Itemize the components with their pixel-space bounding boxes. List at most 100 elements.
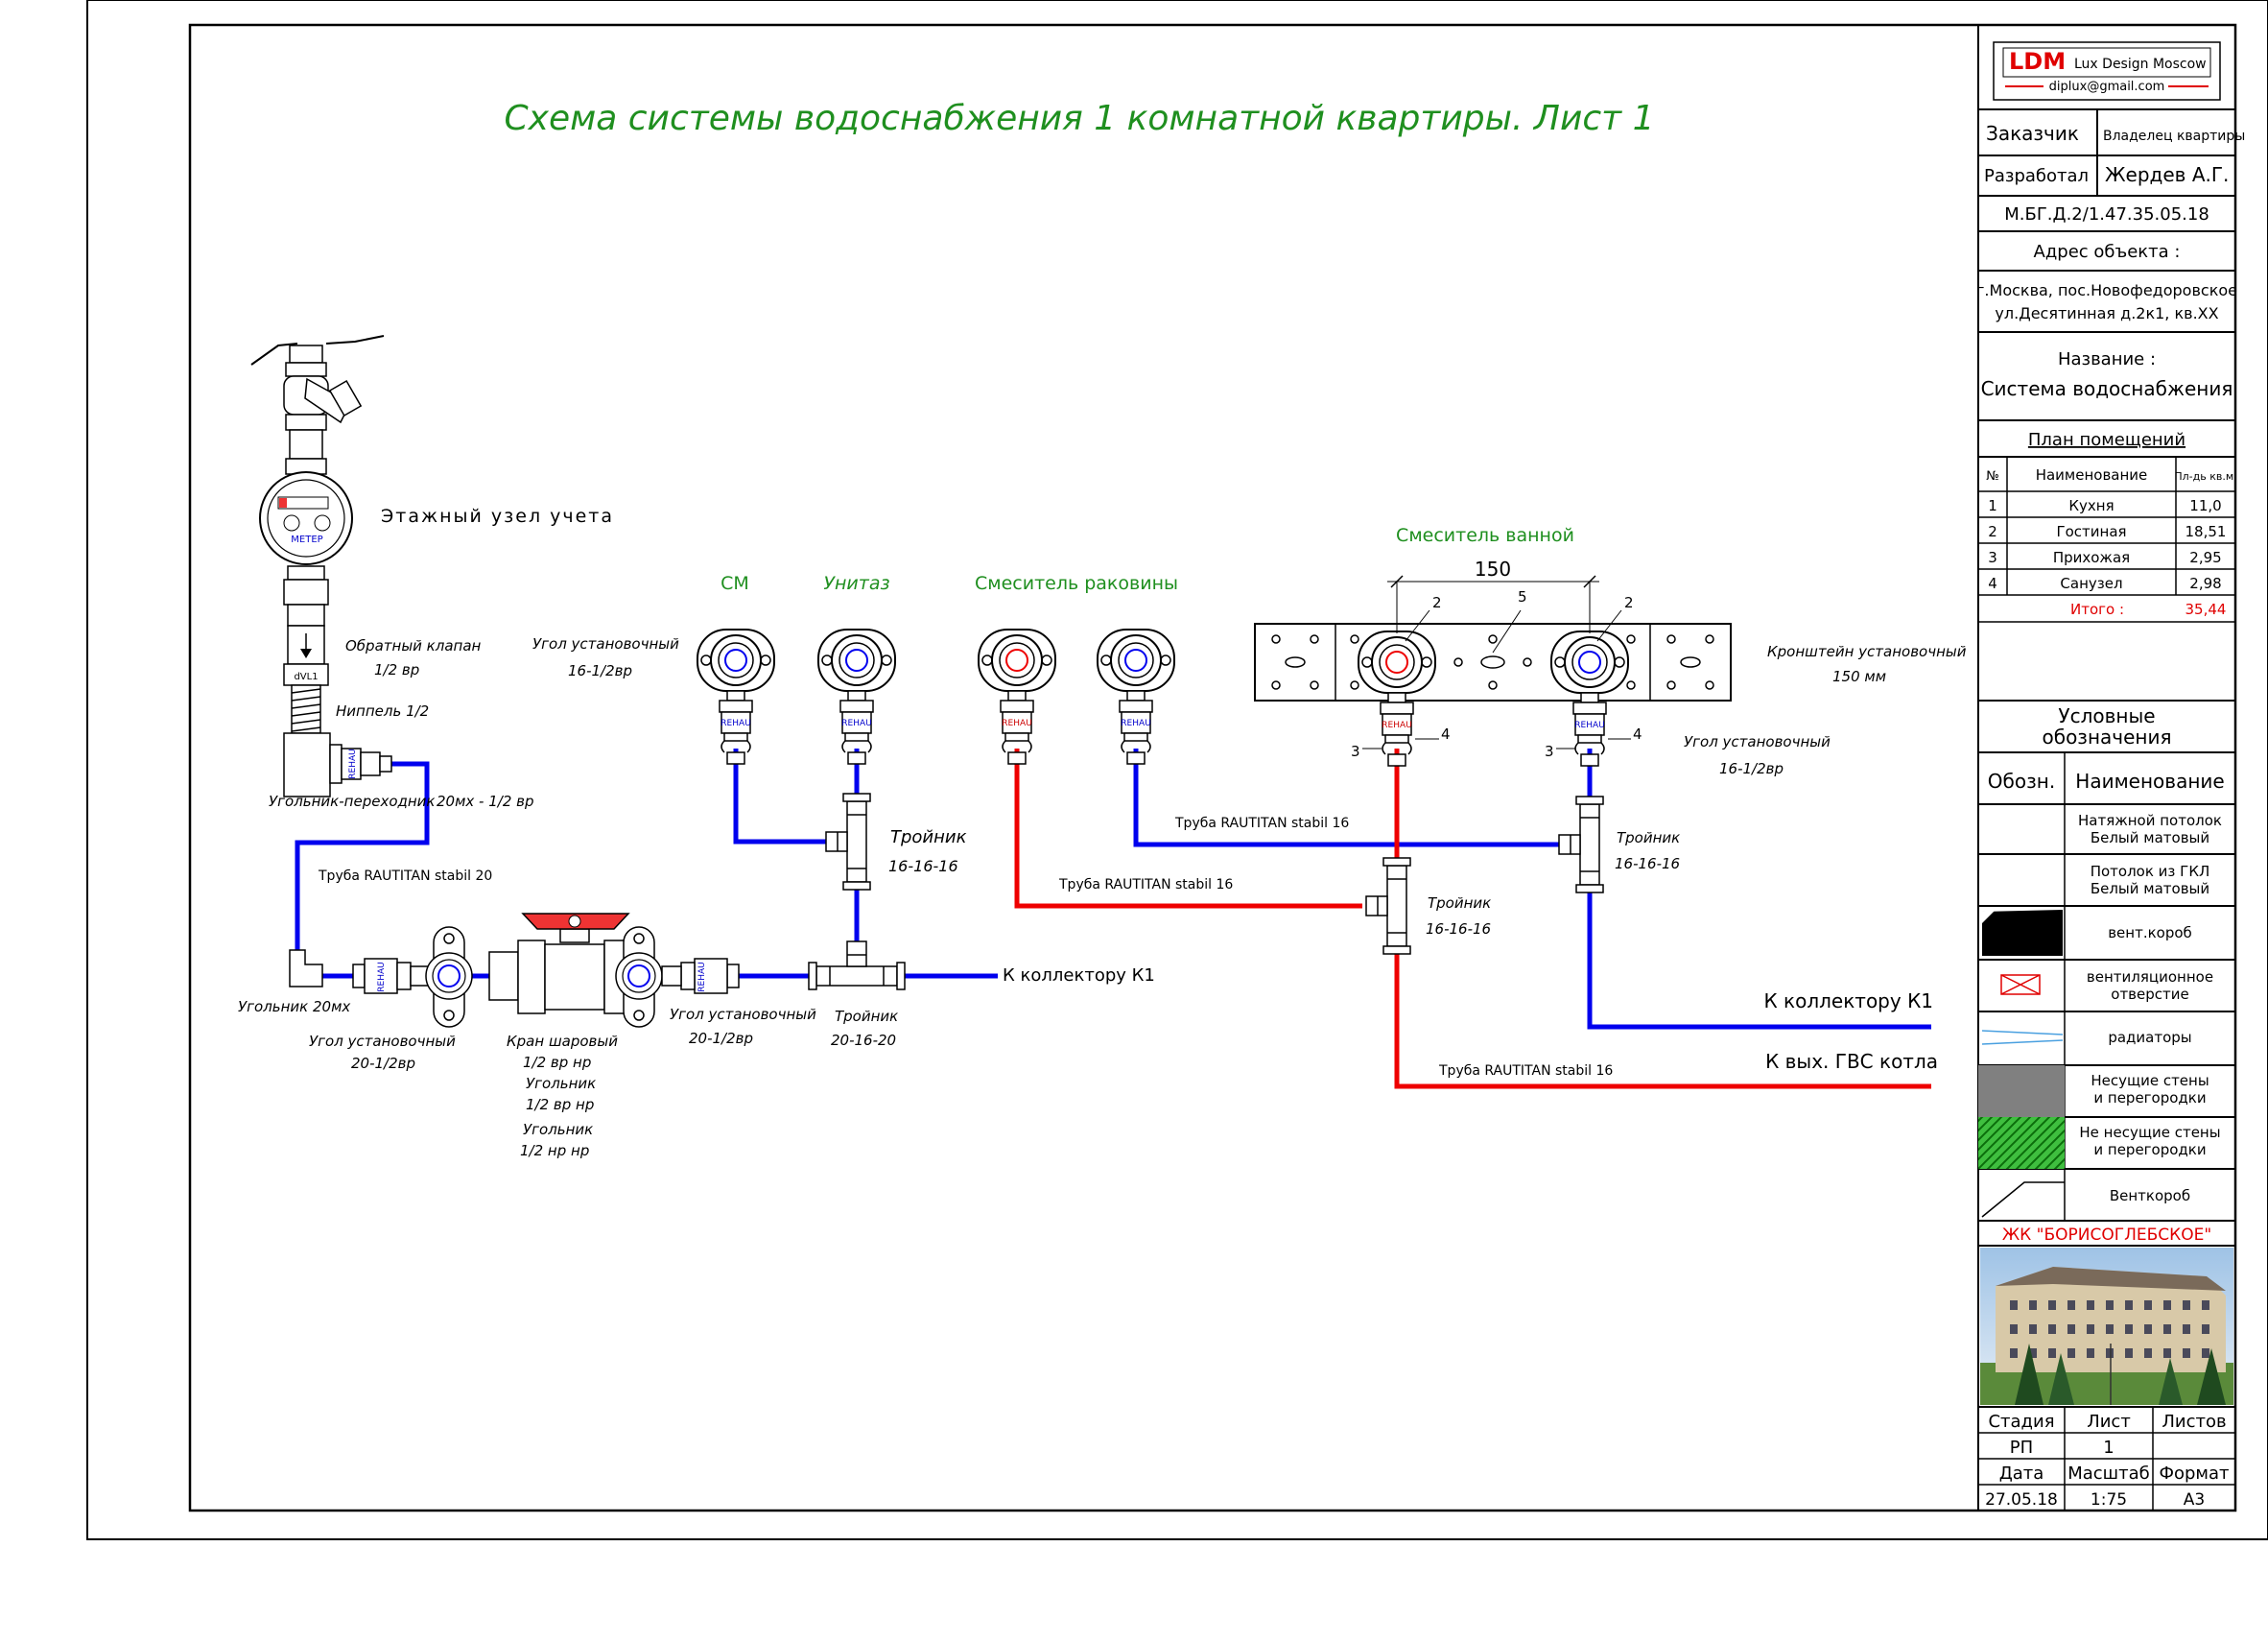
labels: Этажный узел учета Обратный клапан 1/2 в… <box>238 506 1967 1159</box>
outlet-sink-cold: REHAU <box>1097 629 1175 765</box>
rehau-label: REHAU <box>348 749 358 778</box>
sheets-label: Листов <box>2162 1412 2226 1432</box>
bracket-label: Кронштейн установочный <box>1767 643 1967 660</box>
outlet-toilet: REHAU <box>817 629 896 765</box>
angle-right-size-label: 16-1/2вр <box>1719 760 1784 777</box>
legend-title-1: Условные <box>2058 704 2155 727</box>
bearing-wall-symbol <box>1978 1065 2065 1117</box>
callout-2b: 2 <box>1624 594 1634 611</box>
check-valve-size-label: 1/2 вр <box>374 661 419 678</box>
pipe-red-sink <box>1014 749 1362 909</box>
angle1-size-label: 20-1/2вр <box>351 1055 415 1072</box>
legend-item-line2: отверстие <box>2111 986 2188 1003</box>
legend-symbols <box>1978 910 2065 1218</box>
bracket-plate: REHAU REHAU <box>1254 575 1732 767</box>
elbow-adapter-label: Угольник-переходник <box>269 793 435 810</box>
rehau-label: REHAU <box>1002 719 1031 728</box>
plan-row-n: 4 <box>1988 575 1997 592</box>
plan-row-1: 1 Кухня 11,0 <box>1988 497 2221 514</box>
plan-header-area: Пл-дь кв.м. <box>2174 470 2236 483</box>
legend-item-line2: Белый матовый <box>2091 880 2209 897</box>
inner-frame <box>188 23 2237 1512</box>
plan-row-area: 2,98 <box>2189 575 2221 592</box>
name-label: Название : <box>2058 349 2156 369</box>
legend-item-line2: и перегородки <box>2093 1141 2206 1158</box>
rehau-label: REHAU <box>721 719 750 728</box>
sheet-label: Лист <box>2087 1412 2131 1432</box>
project-code: М.БГ.Д.2/1.47.35.05.18 <box>2004 204 2209 225</box>
email-text: diplux@gmail.com <box>2049 80 2165 94</box>
pipe-blue-sink <box>1133 749 1564 847</box>
elbow-20-icon <box>289 949 323 988</box>
radiator-symbol <box>1981 1030 2064 1035</box>
plan-row-2: 2 Гостиная 18,51 <box>1988 523 2226 540</box>
callout-3a: 3 <box>1351 743 1360 760</box>
pipe16-b-label: Труба RAUTITAN stabil 16 <box>1058 877 1233 892</box>
ball-valve-label: Кран шаровый <box>507 1033 618 1050</box>
address-label: Адрес объекта : <box>2034 242 2181 262</box>
scale-label: Масштаб <box>2067 1464 2150 1484</box>
address-line1: г.Москва, пос.Новофедоровское <box>1976 281 2237 299</box>
pipe-blue-cm <box>733 749 835 845</box>
tee-blue-size-label: 16-16-16 <box>1615 855 1680 872</box>
angle1-label: Угол установочный <box>309 1033 456 1050</box>
plan-row-area: 11,0 <box>2189 497 2221 514</box>
ball-valve-size-label: 1/2 вр нр <box>523 1054 591 1071</box>
dimension-150: 150 <box>1475 558 1511 581</box>
rehau-label: REHAU <box>841 719 871 728</box>
elbow-a-label: Угольник <box>526 1075 596 1092</box>
ventbox-symbol <box>1981 1181 2065 1218</box>
rehau-label: REHAU <box>377 962 387 991</box>
building-image <box>1980 1248 2233 1405</box>
tee-blue-label: Тройник <box>1617 829 1680 846</box>
angle-fitting-2: REHAU <box>615 926 740 1028</box>
outlet-cm: REHAU <box>697 629 775 765</box>
angle2-label: Угол установочный <box>670 1006 816 1023</box>
legend-item-line1: радиаторы <box>2108 1029 2191 1046</box>
pipe20-label: Труба RAUTITAN stabil 20 <box>318 869 492 884</box>
callout-2a: 2 <box>1432 594 1442 611</box>
date-value: 27.05.18 <box>1985 1490 2058 1510</box>
meter-brand-label: МЕТЕР <box>291 535 322 545</box>
total-label: Итого : <box>2070 601 2124 618</box>
vent-box-symbol <box>1982 910 2063 956</box>
legend-item-line2: и перегородки <box>2093 1089 2206 1107</box>
rehau-label: REHAU <box>697 962 707 991</box>
tee-main-icon <box>808 940 906 990</box>
stage-label: Стадия <box>1988 1412 2054 1432</box>
format-value: А3 <box>2184 1490 2205 1510</box>
outlet-sink-hot: REHAU <box>978 629 1056 765</box>
nipple-label: Ниппель 1/2 <box>336 702 429 720</box>
name-value: Система водоснабжения <box>1981 377 2233 400</box>
callout-5: 5 <box>1518 588 1527 606</box>
angle-right-label: Угол установочный <box>1684 733 1831 750</box>
plan-title: План помещений <box>2028 430 2185 450</box>
pipe16-c-label: Труба RAUTITAN stabil 16 <box>1438 1063 1613 1079</box>
developer-label: Разработал <box>1984 166 2089 186</box>
address-line2: ул.Десятинная д.2к1, кв.ХХ <box>1995 304 2218 322</box>
total-value: 35,44 <box>2185 601 2227 618</box>
complex-name: ЖК "БОРИСОГЛЕБСКОЕ" <box>2002 1226 2211 1245</box>
tee-cm-label: Тройник <box>890 827 967 847</box>
plan-row-n: 3 <box>1988 549 1997 566</box>
legend-item-line1: Венткороб <box>2110 1187 2190 1204</box>
legend-item-line1: Несущие стены <box>2091 1072 2209 1089</box>
pipe-red-bath <box>1394 749 1931 1089</box>
callout-3b: 3 <box>1545 743 1554 760</box>
pipe-blue-bath <box>1587 749 1931 1030</box>
sheet-value: 1 <box>2103 1438 2114 1458</box>
customer-value: Владелец квартиры <box>2103 129 2245 144</box>
scale-value: 1:75 <box>2091 1490 2127 1510</box>
plan-row-area: 18,51 <box>2185 523 2227 540</box>
toilet-label: Унитаз <box>823 573 889 594</box>
plan-row-name: Санузел <box>2060 575 2122 592</box>
plan-row-n: 1 <box>1988 497 1997 514</box>
stamp-text: Заказчик Владелец квартиры Разработал Же… <box>1976 122 2245 1510</box>
angle-top-size-label: 16-1/2вр <box>568 662 632 679</box>
legend-item-line1: Натяжной потолок <box>2078 812 2222 829</box>
plan-row-4: 4 Санузел 2,98 <box>1988 575 2221 592</box>
rehau-label: REHAU <box>1574 721 1604 730</box>
sink-mixer-label: Смеситель раковины <box>975 573 1178 594</box>
check-valve-label: Обратный клапан <box>345 637 482 654</box>
